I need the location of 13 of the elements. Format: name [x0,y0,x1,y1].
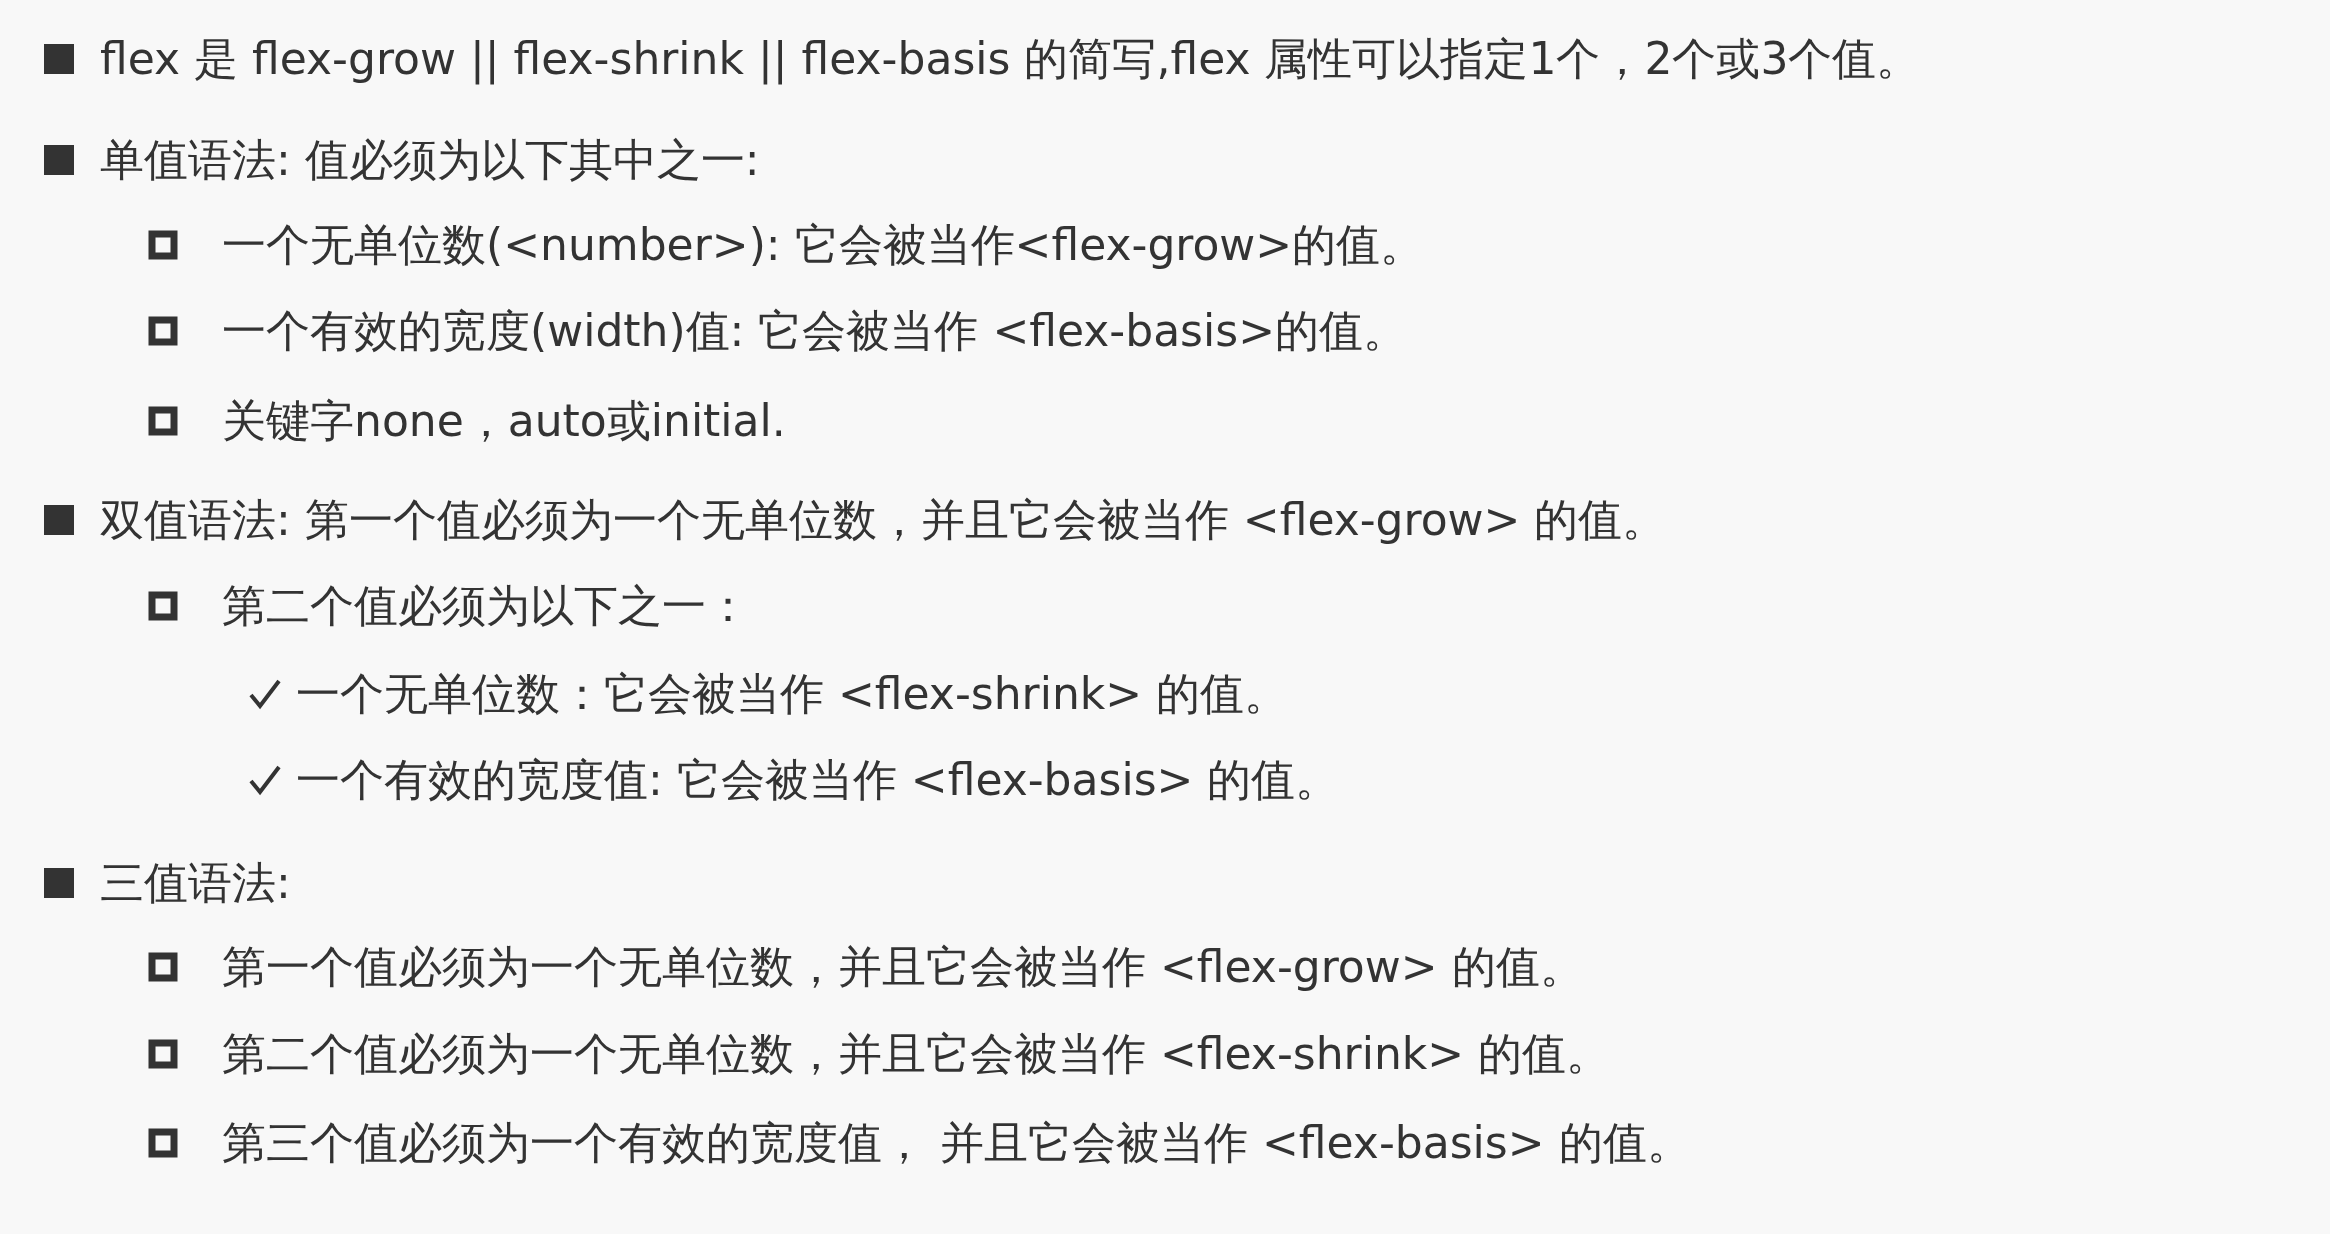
sub-bullet-text: 第一个值必须为一个无单位数，并且它会被当作 <flex-grow> 的值。 [222,940,1584,994]
sub-bullet-text: 一个有效的宽度值: 它会被当作 <flex-basis> 的值。 [296,753,1340,807]
bullet-text: 单值语法: 值必须为以下其中之一: [100,133,760,187]
sub-bullet-text: 一个有效的宽度(width)值: 它会被当作 <flex-basis>的值。 [222,304,1408,358]
sub-bullet-text: 一个无单位数(<number>): 它会被当作<flex-grow>的值。 [222,218,1425,272]
bullet-text: flex 是 flex-grow || flex-shrink || flex-basis 的简写,flex 属性可以指定1个，2个或3个值。 [100,32,1921,86]
sub-bullet-text: 第三个值必须为一个有效的宽度值， 并且它会被当作 <flex-basis> 的值。 [222,1116,1691,1170]
sub-bullet-text: 第二个值必须为一个无单位数，并且它会被当作 <flex-shrink> 的值。 [222,1027,1611,1081]
sub-bullet-text: 一个无单位数：它会被当作 <flex-shrink> 的值。 [296,667,1289,721]
sub-bullet-text: 关键字none，auto或initial. [222,394,786,448]
bullet-text: 双值语法: 第一个值必须为一个无单位数，并且它会被当作 <flex-grow> 的值。 [100,493,1667,547]
bullet-text: 三值语法: [100,856,291,910]
sub-bullet-text: 第二个值必须为以下之一： [222,579,750,633]
